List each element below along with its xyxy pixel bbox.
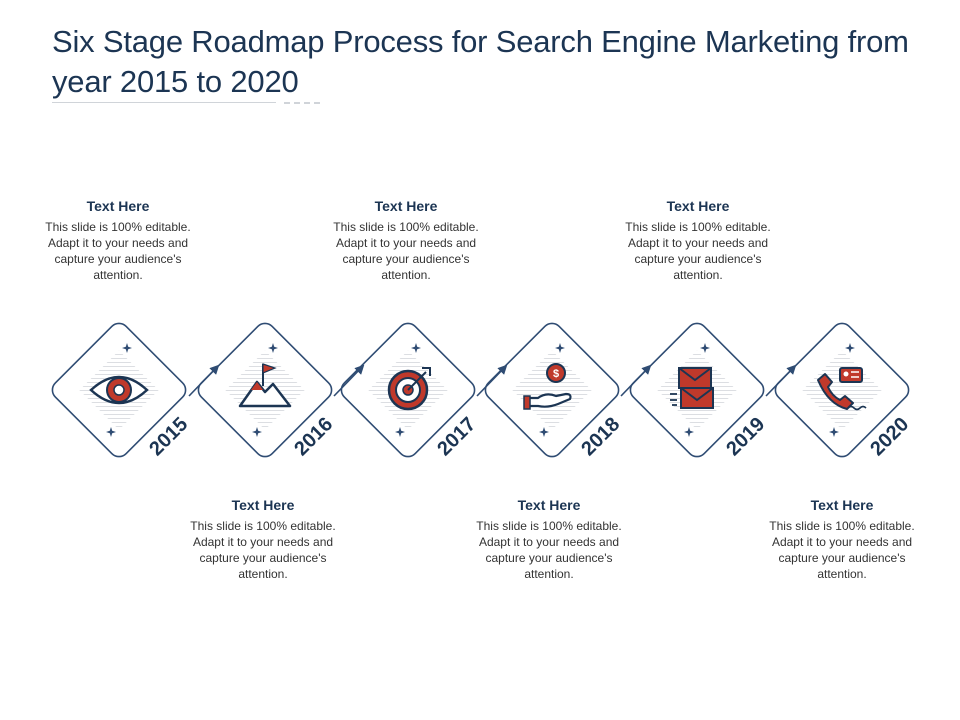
- hand-dollar-icon: $: [523, 363, 572, 410]
- stage-2-heading: Text Here: [231, 497, 295, 513]
- stage-6-heading: Text Here: [810, 497, 874, 513]
- stage-3-description: Text Here This slide is 100% editable. A…: [321, 197, 491, 283]
- connector-arrow: [620, 364, 652, 397]
- phone-contact-icon: [817, 367, 867, 411]
- sparkle-icon: [700, 343, 710, 353]
- stage-4-description: Text Here This slide is 100% editable. A…: [464, 496, 634, 582]
- envelopes-icon: [670, 367, 714, 409]
- connector-arrow: [188, 364, 220, 397]
- sparkle-icon: [684, 427, 694, 437]
- connector-arrow: [333, 364, 365, 397]
- sparkle-icon: [555, 343, 565, 353]
- sparkle-icon: [268, 343, 278, 353]
- stage-5-description: Text Here This slide is 100% editable. A…: [613, 197, 783, 283]
- stage-5-heading: Text Here: [666, 198, 730, 214]
- sparkle-icon: [845, 343, 855, 353]
- connector-arrow: [476, 364, 508, 397]
- sparkle-icon: [106, 427, 116, 437]
- stage-5-text: This slide is 100% editable. Adapt it to…: [625, 220, 771, 282]
- stage-4-diamond: $: [484, 322, 620, 458]
- page-title: Six Stage Roadmap Process for Search Eng…: [52, 24, 909, 99]
- title-underline: [52, 102, 276, 103]
- title-dash: [284, 102, 320, 104]
- mountain-flag-icon: [238, 363, 292, 408]
- stage-4-heading: Text Here: [517, 497, 581, 513]
- stage-3-text: This slide is 100% editable. Adapt it to…: [333, 220, 479, 282]
- stage-3-heading: Text Here: [374, 198, 438, 214]
- stage-1-diamond: [51, 322, 187, 458]
- stage-4-text: This slide is 100% editable. Adapt it to…: [476, 519, 622, 581]
- stage-2-text: This slide is 100% editable. Adapt it to…: [190, 519, 336, 581]
- stage-3-diamond: [340, 322, 476, 458]
- stage-6-description: Text Here This slide is 100% editable. A…: [757, 496, 927, 582]
- stage-1-text: This slide is 100% editable. Adapt it to…: [45, 220, 191, 282]
- eye-icon: [89, 375, 149, 405]
- stage-6-text: This slide is 100% editable. Adapt it to…: [769, 519, 915, 581]
- sparkle-icon: [395, 427, 405, 437]
- sparkle-icon: [539, 427, 549, 437]
- sparkle-icon: [122, 343, 132, 353]
- target-icon: [387, 367, 431, 411]
- stage-1-heading: Text Here: [86, 198, 150, 214]
- stage-1-description: Text Here This slide is 100% editable. A…: [33, 197, 203, 283]
- stage-2-description: Text Here This slide is 100% editable. A…: [178, 496, 348, 582]
- stage-2-diamond: [197, 322, 333, 458]
- stage-6-diamond: [774, 322, 910, 458]
- sparkle-icon: [411, 343, 421, 353]
- connector-arrow: [765, 364, 797, 397]
- stage-5-diamond: [629, 322, 765, 458]
- svg-text:$: $: [553, 368, 559, 380]
- sparkle-icon: [829, 427, 839, 437]
- sparkle-icon: [252, 427, 262, 437]
